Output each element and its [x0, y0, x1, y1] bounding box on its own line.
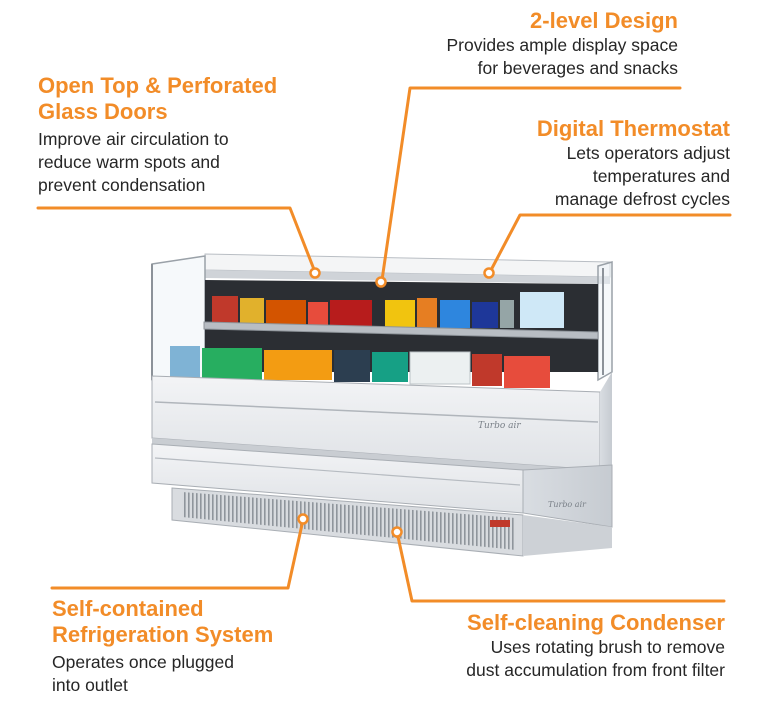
callout-two-level: 2-level Design Provides ample display sp…	[318, 8, 678, 80]
callout-description: Lets operators adjust temperatures and m…	[410, 142, 730, 211]
leader-line-refrigeration	[50, 518, 305, 590]
callout-condenser: Self-cleaning Condenser Uses rotating br…	[385, 610, 725, 682]
callout-description: Uses rotating brush to remove dust accum…	[385, 636, 725, 682]
desc-line: for beverages and snacks	[477, 58, 678, 78]
desc-line: prevent condensation	[38, 175, 206, 195]
lower-shelf-products	[170, 346, 550, 388]
callout-thermostat: Digital Thermostat Lets operators adjust…	[410, 116, 730, 211]
leader-line-condenser	[395, 530, 726, 603]
callout-open-top: Open Top & Perforated Glass Doors Improv…	[38, 73, 338, 197]
brand-logo-side: Turbo air	[548, 500, 587, 509]
cabinet-body	[151, 372, 613, 528]
desc-line: reduce warm spots and	[38, 152, 220, 172]
callout-description: Provides ample display space for beverag…	[318, 34, 678, 80]
brand-logo-upper: Turbo air	[478, 421, 521, 431]
title-line: Refrigeration System	[52, 622, 274, 647]
desc-line: temperatures and	[592, 166, 730, 186]
desc-line: dust accumulation from front filter	[466, 660, 725, 680]
desc-line: Lets operators adjust	[566, 143, 730, 163]
title-line: Open Top & Perforated	[38, 73, 278, 98]
upper-shelf-products	[212, 292, 564, 328]
title-line: Self-contained	[52, 596, 204, 621]
callout-title: Self-contained Refrigeration System	[52, 596, 352, 648]
callout-title: Open Top & Perforated Glass Doors	[38, 73, 338, 125]
marker-two-level	[375, 276, 387, 288]
callout-refrigeration: Self-contained Refrigeration System Oper…	[52, 596, 352, 697]
marker-condenser	[391, 526, 403, 538]
marker-open-top	[309, 267, 321, 279]
title-line: Glass Doors	[38, 99, 168, 124]
callout-description: Improve air circulation to reduce warm s…	[38, 128, 338, 197]
base-grille	[171, 487, 612, 557]
leader-line-open-top	[36, 206, 317, 274]
callout-title: Digital Thermostat	[536, 116, 730, 141]
desc-line: Provides ample display space	[446, 35, 678, 55]
callout-title: 2-level Design	[530, 8, 678, 33]
marker-thermostat	[483, 267, 495, 279]
upper-shelf	[203, 321, 599, 340]
leader-line-two-level	[380, 86, 682, 282]
callout-title: Self-cleaning Condenser	[467, 610, 725, 635]
desc-line: Uses rotating brush to remove	[490, 637, 725, 657]
top-canopy	[204, 253, 611, 284]
callout-description: Operates once plugged into outlet	[52, 651, 352, 697]
desc-line: into outlet	[52, 675, 128, 695]
desc-line: manage defrost cycles	[554, 189, 730, 209]
desc-line: Improve air circulation to	[38, 129, 229, 149]
marker-refrigeration	[297, 513, 309, 525]
leader-line-thermostat	[488, 213, 732, 274]
desc-line: Operates once plugged	[52, 652, 234, 672]
